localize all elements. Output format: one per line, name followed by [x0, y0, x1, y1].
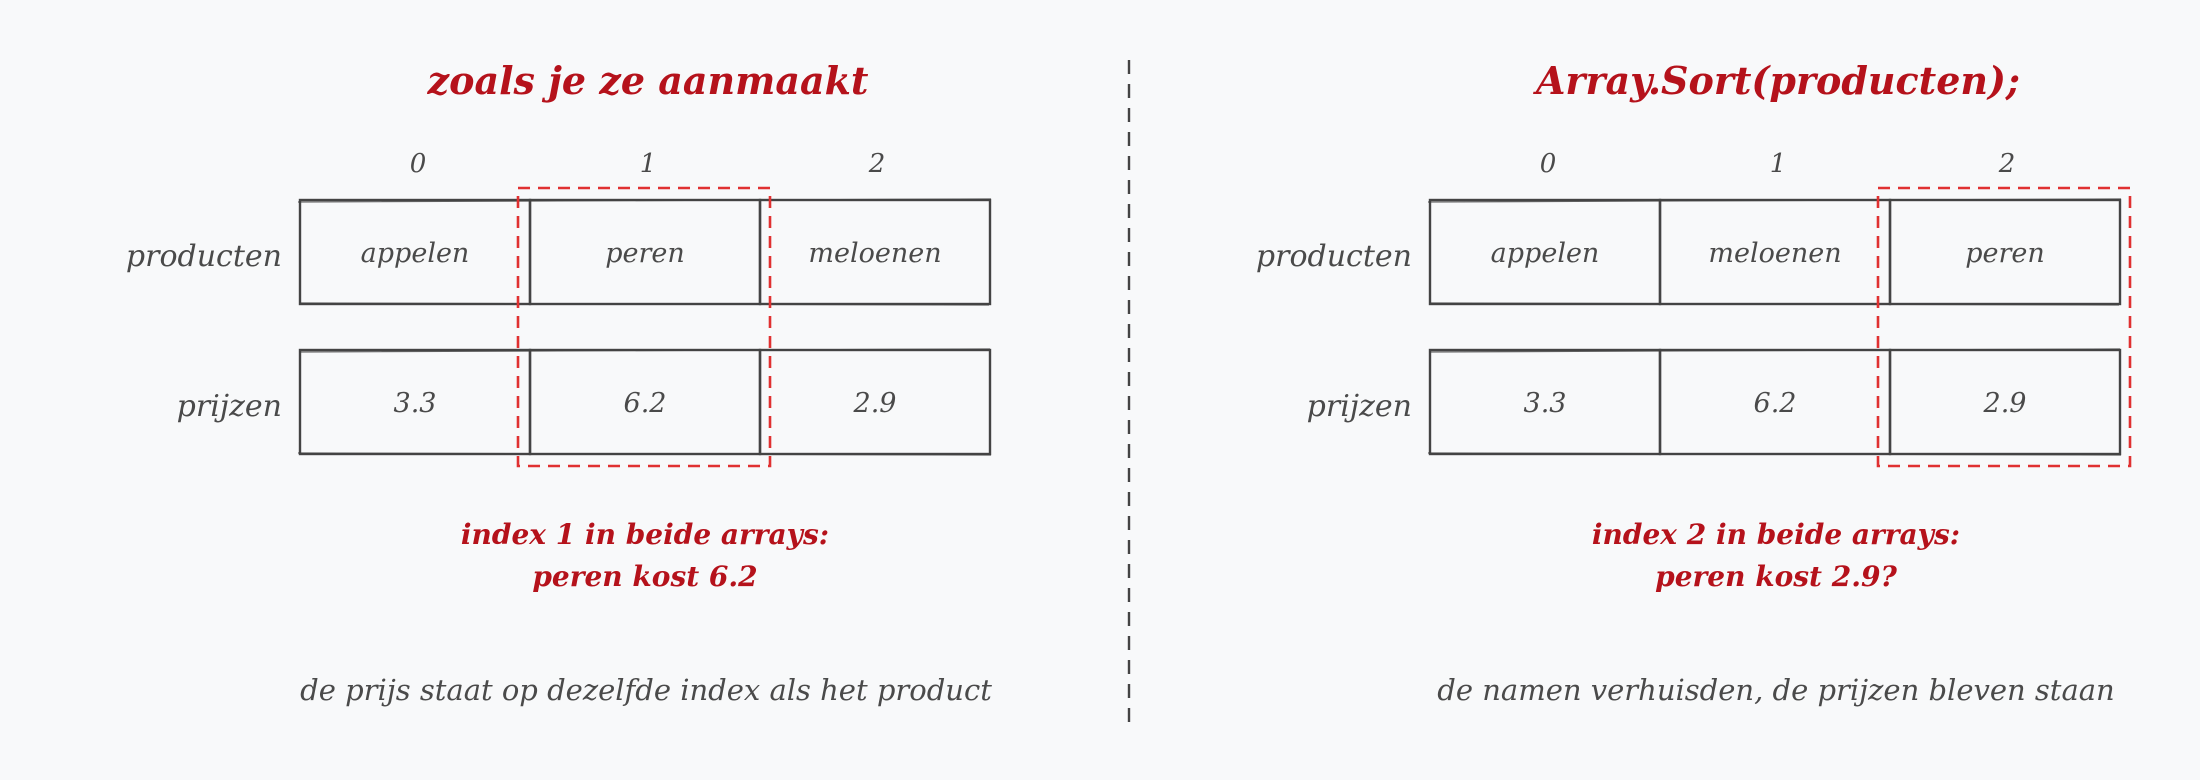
right-index-0: 0 [1540, 149, 1557, 179]
right-panel: Array.Sort(producten); 0 1 2 producten p… [1256, 58, 2132, 707]
right-price-text-2: 2.9 [1983, 388, 2027, 419]
left-price-text-0: 3.3 [394, 388, 437, 419]
right-index-highlight [1876, 186, 2132, 468]
left-caption-line-2: peren kost 6.2 [532, 560, 757, 593]
right-price-text-0: 3.3 [1524, 388, 1567, 419]
left-footer-note: de prijs staat op dezelfde index als het… [300, 673, 992, 707]
right-caption-line-2: peren kost 2.9? [1655, 560, 1897, 593]
left-prices-row-label: prijzen [177, 389, 282, 424]
right-products-sketch-stroke [1427, 198, 2122, 306]
right-footer-note: de namen verhuisden, de prijzen bleven s… [1437, 673, 2114, 707]
right-product-text-0: appelen [1491, 238, 1600, 269]
right-index-2: 2 [1998, 149, 2016, 179]
left-index-labels: 0 1 2 [410, 149, 886, 179]
right-product-text-1: meloenen [1708, 238, 1841, 269]
right-index-labels: 0 1 2 [1540, 149, 2016, 179]
left-products-row-label: producten [126, 239, 282, 274]
right-price-text-1: 6.2 [1754, 388, 1797, 419]
left-price-text-2: 2.9 [853, 388, 897, 419]
left-caption-line-1: index 1 in beide arrays: [461, 518, 829, 551]
right-products-array: appelen meloenen peren [1427, 198, 2122, 306]
right-prices-array: 3.3 6.2 2.9 [1427, 348, 2122, 456]
left-product-text-1: peren [605, 238, 685, 269]
left-index-highlight [516, 186, 772, 468]
left-product-text-0: appelen [361, 238, 470, 269]
left-index-1: 1 [640, 149, 657, 179]
right-index-1: 1 [1770, 149, 1787, 179]
left-products-array: appelen peren meloenen [297, 198, 992, 306]
right-products-row-label: producten [1256, 239, 1412, 274]
right-product-text-2: peren [1965, 238, 2045, 269]
left-products-sketch-stroke [297, 198, 992, 306]
left-index-2: 2 [868, 149, 886, 179]
right-prices-sketch-stroke [1427, 348, 2122, 456]
left-panel: zoals je ze aanmaakt 0 1 2 producten pri… [126, 58, 992, 707]
left-index-0: 0 [410, 149, 427, 179]
right-panel-title: Array.Sort(producten); [1533, 58, 2020, 103]
right-caption-line-1: index 2 in beide arrays: [1592, 518, 1960, 551]
left-panel-title: zoals je ze aanmaakt [427, 58, 869, 103]
left-prices-array: 3.3 6.2 2.9 [297, 348, 992, 456]
right-prices-row-label: prijzen [1307, 389, 1412, 424]
left-price-text-1: 6.2 [624, 388, 667, 419]
left-prices-sketch-stroke [297, 348, 992, 456]
left-product-text-2: meloenen [808, 238, 941, 269]
